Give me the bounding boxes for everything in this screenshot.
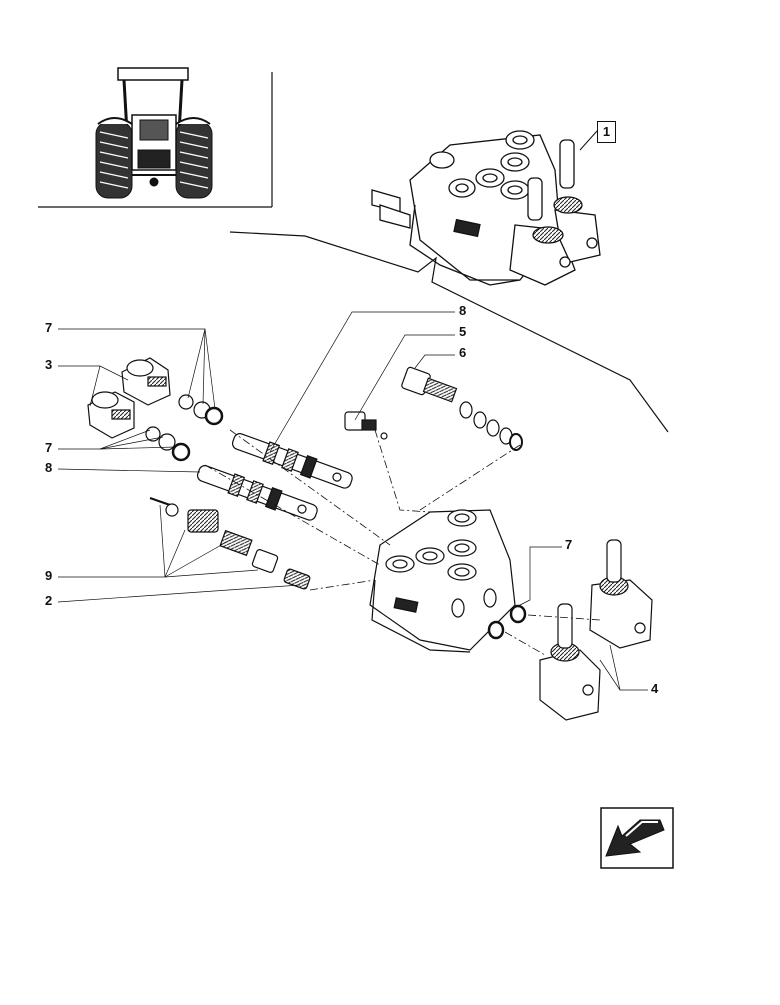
spool-lower — [196, 465, 318, 521]
tractor-thumbnail — [38, 67, 273, 208]
callout-7-top: 7 — [45, 320, 53, 335]
lever-cap-lower — [539, 603, 601, 721]
assembly-axis-lines — [204, 429, 601, 656]
back-navigation-button[interactable] — [601, 808, 673, 868]
end-cap-lower — [87, 391, 135, 439]
callout-7-right: 7 — [565, 537, 573, 552]
section-break-line — [229, 231, 669, 433]
exploded-components — [87, 357, 653, 721]
end-cap-upper — [121, 357, 171, 406]
valve-body — [369, 509, 516, 653]
relief-valve — [401, 366, 523, 451]
callout-5: 5 — [459, 324, 467, 339]
callout-3: 3 — [45, 357, 53, 372]
callout-6: 6 — [459, 345, 467, 360]
detent-kit — [149, 497, 311, 590]
lever-cap-upper — [589, 539, 653, 649]
arrow-down-left-icon — [600, 807, 674, 869]
callout-4: 4 — [651, 681, 659, 696]
callout-7-mid: 7 — [45, 440, 53, 455]
callout-9: 9 — [45, 568, 53, 583]
leader-lines — [57, 311, 648, 691]
reference-box-label: 1 — [597, 121, 616, 143]
check-valve — [344, 411, 388, 440]
callout-8-top: 8 — [459, 303, 467, 318]
callout-2: 2 — [45, 593, 53, 608]
assembled-valve-illustration — [371, 130, 601, 286]
callout-8-left: 8 — [45, 460, 53, 475]
